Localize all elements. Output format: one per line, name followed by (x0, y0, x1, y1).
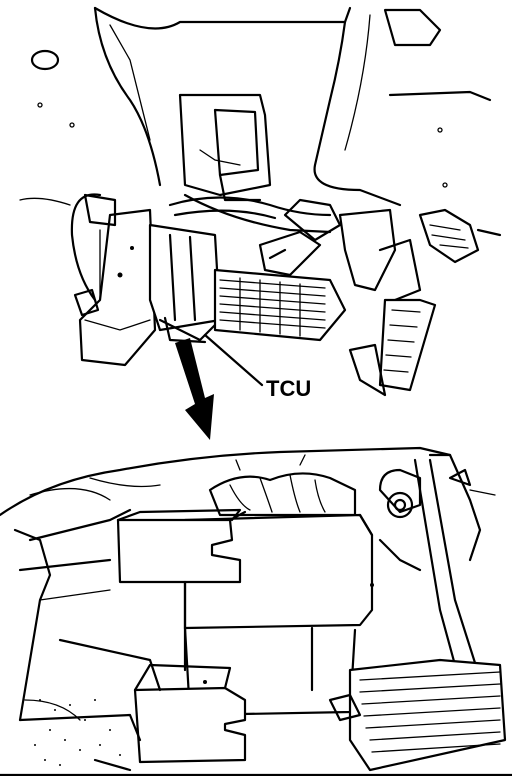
down-arrow-icon (175, 338, 214, 440)
floor-carpet-texture (34, 699, 121, 766)
top-view-dashboard-underside (19, 6, 502, 397)
pedal-ribs (359, 671, 501, 753)
closeup-view (0, 446, 512, 776)
tcu-label: TCU (266, 376, 311, 401)
connector-ribs (219, 277, 326, 337)
